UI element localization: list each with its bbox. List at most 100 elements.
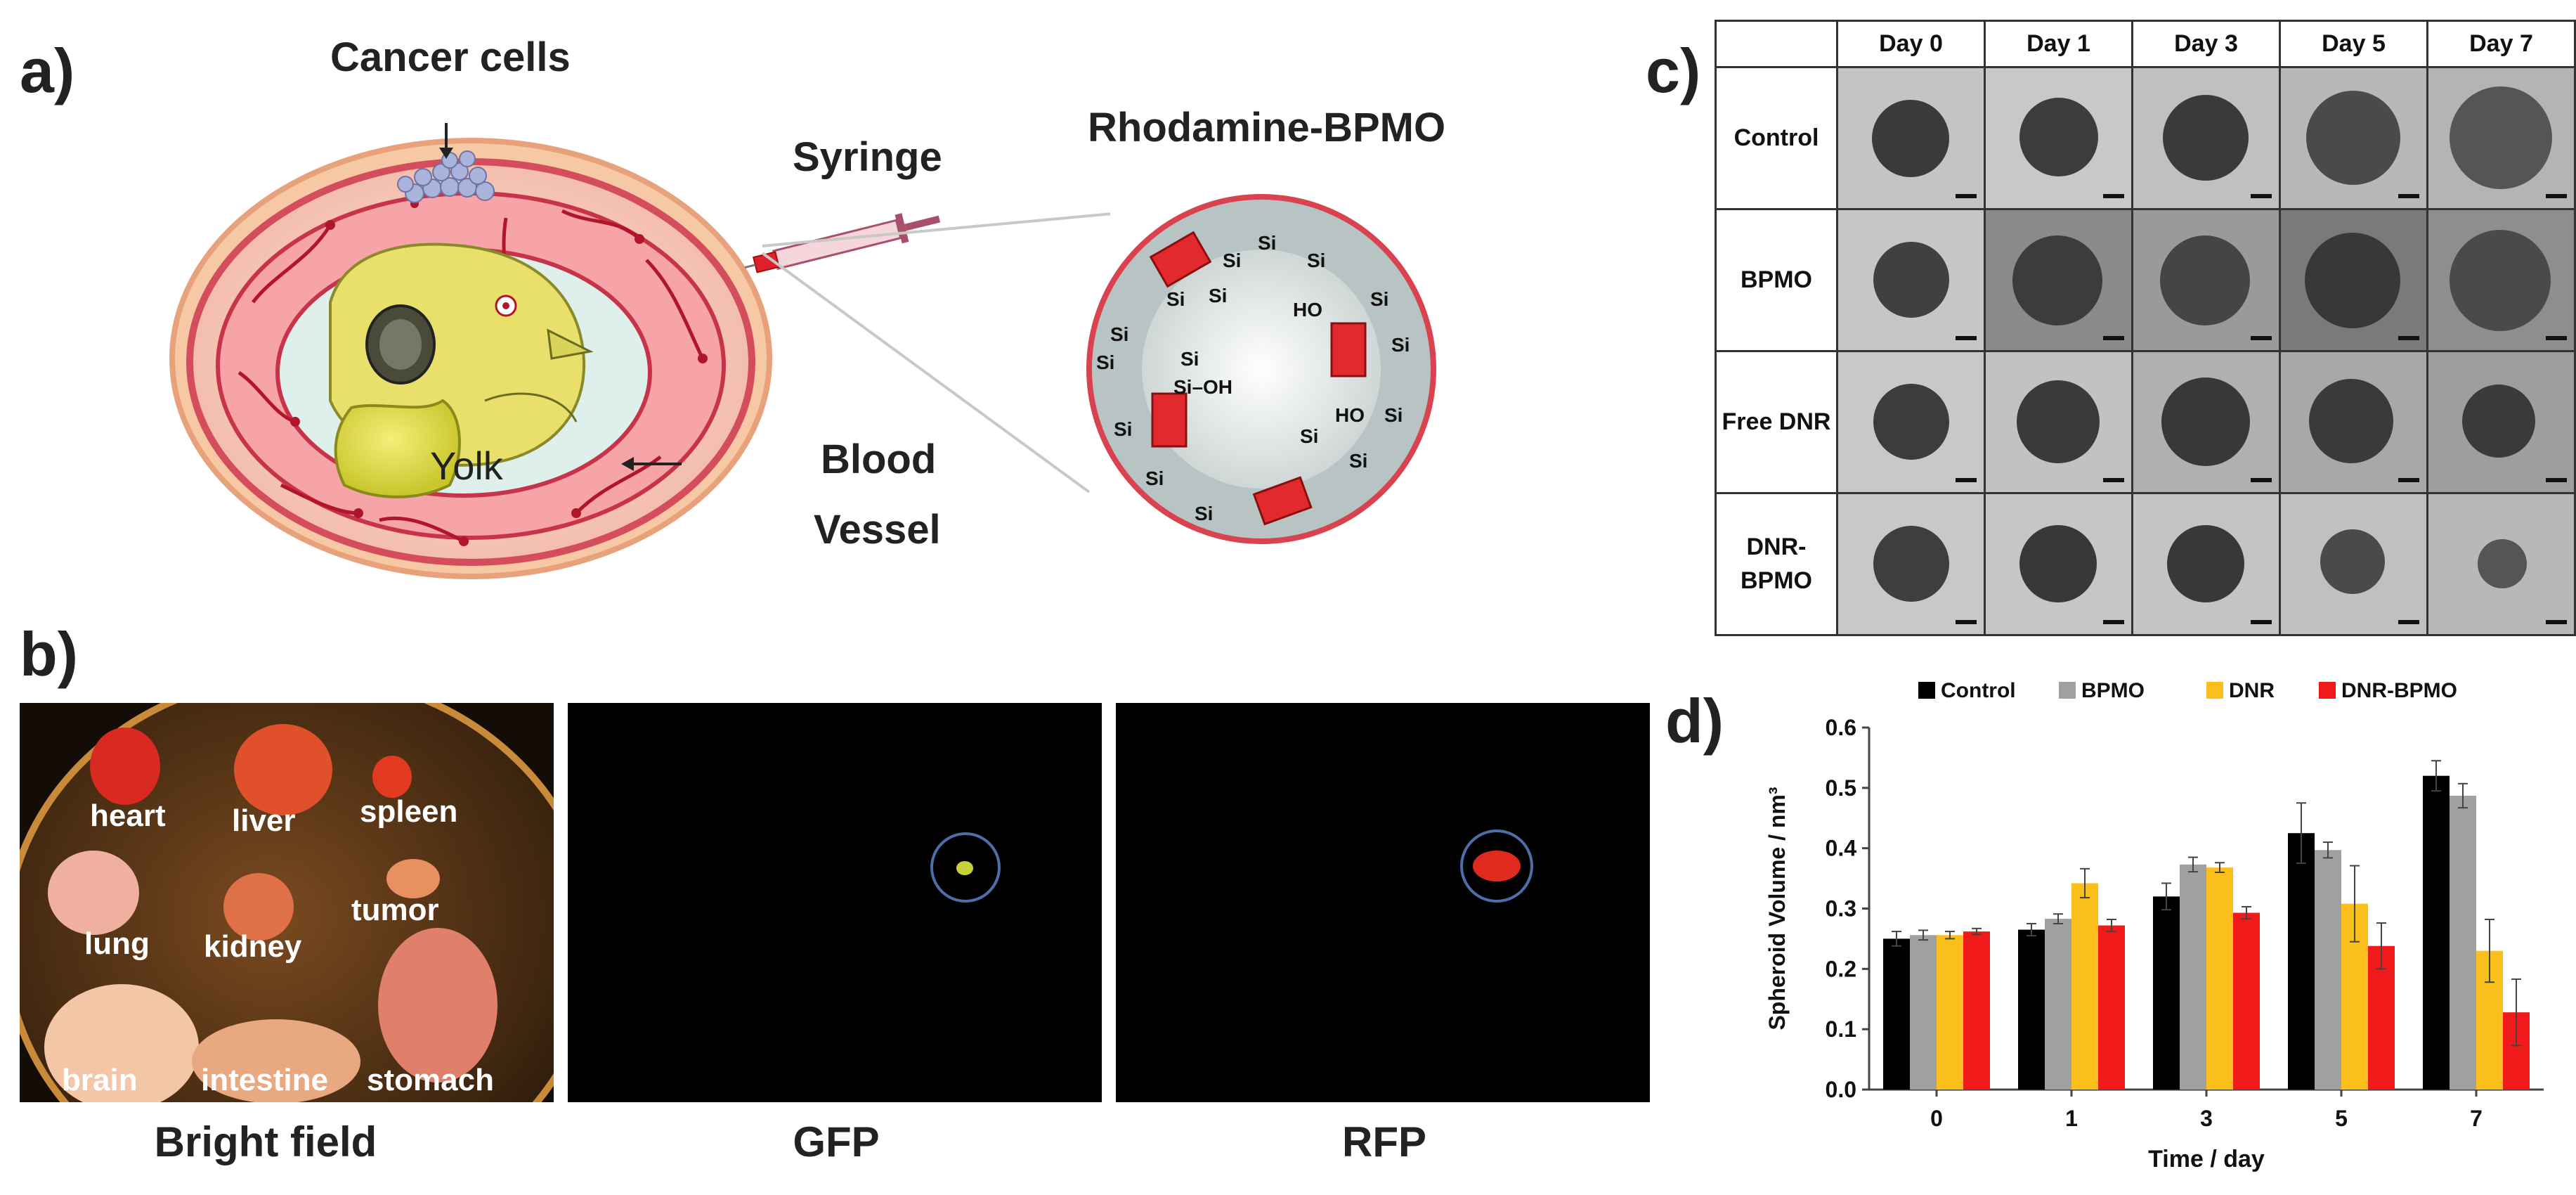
caption-gfp: GFP <box>793 1118 880 1165</box>
legend-swatch <box>1918 682 1935 699</box>
svg-text:Si: Si <box>1209 285 1227 306</box>
organ-lung <box>48 851 139 935</box>
blood-label: Blood <box>821 437 937 482</box>
scale-bar <box>1956 194 1977 198</box>
scale-bar <box>2398 620 2419 624</box>
svg-text:Si: Si <box>1114 418 1132 440</box>
bar <box>2233 912 2260 1090</box>
scale-bar <box>2546 194 2567 198</box>
row-label: BPMO <box>1715 208 1838 352</box>
zoom-lines <box>761 212 1110 493</box>
organ-label-lung: lung <box>84 926 150 961</box>
scale-bar <box>2546 336 2567 340</box>
panel-a-letter: a) <box>20 36 75 105</box>
yolk-sac <box>334 399 461 498</box>
grid-corner <box>1715 20 1838 68</box>
scale-bar <box>2398 478 2419 482</box>
bar <box>2153 896 2180 1090</box>
caption-bright-field: Bright field <box>154 1118 377 1165</box>
svg-text:Si: Si <box>1110 323 1128 345</box>
spheroid-cell <box>1836 492 1986 636</box>
cancer-cells-label: Cancer cells <box>330 34 571 80</box>
organ-label-liver: liver <box>232 803 296 838</box>
row-label: Free DNR <box>1715 350 1838 494</box>
bar <box>2018 929 2045 1090</box>
y-axis-label: Spheroid Volume / nm³ <box>1764 787 1790 1030</box>
svg-text:Si: Si <box>1384 404 1403 426</box>
scale-bar <box>2103 620 2124 624</box>
bright-field-image <box>20 703 554 1102</box>
spheroid-cell <box>2131 66 2281 210</box>
spheroid-cell <box>2426 350 2576 494</box>
organ-stomach <box>378 928 497 1083</box>
svg-text:Si: Si <box>1195 503 1213 524</box>
scale-bar <box>2251 620 2272 624</box>
scale-bar <box>2251 478 2272 482</box>
spheroid-cell <box>2426 492 2576 636</box>
organ-label-heart: heart <box>90 799 166 833</box>
svg-text:Si: Si <box>1145 467 1164 489</box>
organ-spleen <box>372 756 412 798</box>
svg-text:Si: Si <box>1180 348 1199 370</box>
bar <box>2045 919 2071 1090</box>
y-tick-label: 0.5 <box>1826 775 1856 801</box>
panel-d-letter: d) <box>1665 686 1724 756</box>
grid-row-bpmo: BPMO <box>1715 208 2576 352</box>
svg-text:Si: Si <box>1300 425 1318 447</box>
cancer-cells-cluster <box>397 150 495 203</box>
vessel-label: Vessel <box>814 507 941 553</box>
spheroid-cell <box>2426 208 2576 352</box>
organ-label-spleen: spleen <box>360 794 458 829</box>
scale-bar <box>2546 478 2567 482</box>
bar <box>1963 931 1990 1090</box>
svg-text:Si: Si <box>1307 250 1325 271</box>
x-tick-label: 1 <box>2065 1106 2078 1131</box>
spheroid-cell <box>2426 66 2576 210</box>
organ-heart <box>90 728 160 805</box>
organ-intestine <box>192 1019 360 1102</box>
y-tick-label: 0.2 <box>1826 956 1856 981</box>
grid-row-free-dnr: Free DNR <box>1715 350 2576 494</box>
spheroid-cell <box>2279 492 2428 636</box>
svg-text:HO: HO <box>1293 299 1322 321</box>
x-tick-label: 5 <box>2335 1106 2348 1131</box>
scale-bar <box>2398 194 2419 198</box>
day-header: Day 7 <box>2426 20 2576 68</box>
bar <box>1883 938 1910 1090</box>
legend-swatch <box>2059 682 2076 699</box>
scale-bar <box>2546 620 2567 624</box>
syringe <box>745 213 941 273</box>
svg-text:HO: HO <box>1335 404 1365 426</box>
scale-bar <box>2251 194 2272 198</box>
spheroid-cell <box>1836 66 1986 210</box>
x-tick-label: 0 <box>1930 1106 1943 1131</box>
x-tick-label: 3 <box>2200 1106 2213 1131</box>
y-tick-label: 0.4 <box>1826 836 1857 861</box>
bar <box>2206 867 2233 1090</box>
spheroid-cell <box>1984 492 2133 636</box>
grid-row-control: Control <box>1715 66 2576 210</box>
legend-label: DNR <box>2229 679 2275 702</box>
svg-text:Si: Si <box>1349 450 1367 472</box>
svg-text:Si: Si <box>1096 351 1114 373</box>
organ-label-kidney: kidney <box>204 929 302 964</box>
grid-row-dnr-bpmo: DNR-BPMO <box>1715 492 2576 636</box>
rfp-image <box>1116 703 1650 1102</box>
y-tick-label: 0.6 <box>1826 715 1856 740</box>
bar <box>1910 935 1937 1090</box>
y-tick-label: 0.3 <box>1826 896 1856 922</box>
bar <box>2071 883 2098 1090</box>
svg-text:Si: Si <box>1258 232 1276 254</box>
spheroid-cell <box>2131 492 2281 636</box>
caption-rfp: RFP <box>1342 1118 1426 1165</box>
bar <box>2368 945 2395 1090</box>
scale-bar <box>1956 336 1977 340</box>
bar <box>2098 925 2125 1090</box>
organ-label-intestine: intestine <box>201 1063 328 1097</box>
scale-bar <box>1956 620 1977 624</box>
spheroid-image-grid: Day 0 Day 1 Day 3 Day 5 Day 7 Control BP… <box>1715 20 2576 636</box>
legend-label: Control <box>1941 679 2016 702</box>
bar <box>2180 864 2206 1090</box>
